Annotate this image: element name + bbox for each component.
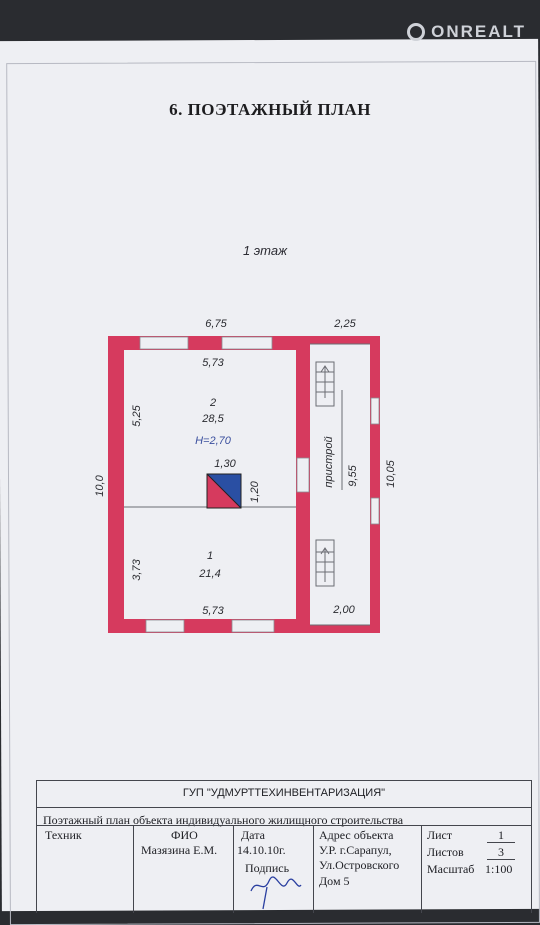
signature-mark <box>250 876 302 910</box>
page-title: 6. ПОЭТАЖНЫЙ ПЛАН <box>169 100 371 119</box>
watermark-text: ONREALT <box>431 22 526 41</box>
stamp-tech-label: Техник <box>45 828 82 842</box>
stamp-column-divider <box>233 825 234 913</box>
watermark: ONREALT <box>407 22 526 42</box>
dim-annex-bottom: 2,00 <box>332 604 355 616</box>
dim-room2-height: 5,25 <box>131 404 143 426</box>
annex-name: пристрой <box>323 436 335 487</box>
stamp-address-line1: У.Р. г.Сарапул, <box>319 843 392 857</box>
ceiling-height: H=2,70 <box>195 435 232 447</box>
dim-top-annex: 2,25 <box>333 318 356 330</box>
dim-right-total: 10,05 <box>385 459 397 487</box>
window-top-1 <box>139 336 189 350</box>
room1-area: 21,4 <box>198 568 220 580</box>
title-block: ГУП "УДМУРТТЕХИНВЕНТАРИЗАЦИЯ" Поэтажный … <box>36 780 532 913</box>
stamp-column-divider <box>421 825 422 913</box>
stairs-lower <box>315 539 335 587</box>
stamp-fio-label: ФИО <box>171 828 198 842</box>
window-right-2 <box>370 497 380 525</box>
dim-left-total: 10,0 <box>94 474 106 496</box>
stamp-fio-value: Мазязина Е.М. <box>141 843 218 857</box>
wall-top-annex <box>310 336 380 344</box>
stamp-date-label: Дата <box>241 828 265 842</box>
window-top-2 <box>221 336 273 350</box>
dim-stove-width: 1,30 <box>214 458 236 470</box>
window-right-1 <box>370 397 380 425</box>
stamp-sheets-label: Листов <box>427 845 464 859</box>
room1-number: 1 <box>207 550 213 562</box>
stairs-upper <box>315 361 335 407</box>
dim-room2-top: 5,73 <box>202 357 224 369</box>
stamp-column-divider <box>313 825 314 913</box>
dim-room1-bottom: 5,73 <box>202 605 224 617</box>
stamp-column-divider <box>133 825 134 913</box>
stamp-sheets-value: 3 <box>487 845 515 860</box>
stamp-organization: ГУП "УДМУРТТЕХИНВЕНТАРИЗАЦИЯ" <box>182 787 386 799</box>
stamp-signature-label: Подпись <box>245 861 290 875</box>
wall-top-main <box>108 336 310 350</box>
walls <box>108 336 380 633</box>
wall-bottom-annex <box>310 625 380 633</box>
stamp-scale-value: 1:100 <box>485 862 513 876</box>
stamp-sheet-value: 1 <box>487 828 515 843</box>
stamp-sheet-label: Лист <box>427 828 453 842</box>
dim-stove-height: 1,20 <box>249 480 261 502</box>
room2-number: 2 <box>209 397 216 409</box>
window-bottom-2 <box>231 619 275 633</box>
stamp-address-label: Адрес объекта <box>319 828 394 842</box>
stamp-address-line3: Дом 5 <box>319 874 350 888</box>
wall-right <box>370 336 380 633</box>
stamp-divider <box>37 807 531 808</box>
floor-label: 1 этаж <box>242 243 288 258</box>
room2-area: 28,5 <box>201 413 224 425</box>
windows <box>139 336 380 633</box>
stamp-divider <box>37 825 531 826</box>
window-bottom-1 <box>145 619 185 633</box>
window-partition <box>296 457 310 493</box>
stamp-scale-label: Масштаб <box>427 862 475 876</box>
dim-annex-length: 9,55 <box>347 464 359 486</box>
wall-bottom-main <box>108 619 310 633</box>
stamp-description: Поэтажный план объекта индивидуального ж… <box>43 813 404 827</box>
dim-room1-height: 3,73 <box>131 558 143 580</box>
watermark-logo-icon <box>407 23 426 41</box>
stove <box>206 473 242 509</box>
stamp-date-value: 14.10.10г. <box>237 843 286 857</box>
dimension-labels: 6,75 2,25 5,73 5,25 2 28,5 H=2,70 1,30 1… <box>94 318 397 617</box>
dim-top-main: 6,75 <box>205 318 227 330</box>
stamp-address-line2: Ул.Островского <box>319 858 400 872</box>
wall-left <box>108 336 124 633</box>
